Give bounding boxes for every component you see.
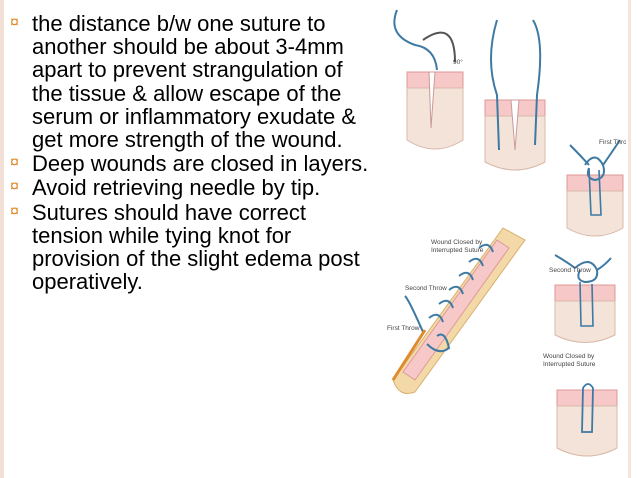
needle-entry-panel: 90°: [393, 9, 464, 150]
wound-closed-label-line2: Interrupted Suture: [543, 361, 596, 368]
wound-closed-cutaway-line1: Wound Closed by: [431, 239, 483, 246]
wound-closed-panel: Wound Closed by Interrupted Suture: [543, 353, 618, 457]
circle-bullet-icon: ¤: [10, 154, 19, 172]
suture-technique-illustration: 90° First Throw Second Throw Wound Close…: [387, 9, 630, 457]
circle-bullet-icon: ¤: [10, 14, 19, 31]
bullet-text: the distance b/w one suture to another s…: [32, 11, 357, 153]
wound-closed-cutaway-line2: Interrupted Suture: [431, 247, 484, 254]
second-throw-panel: Second Throw: [549, 254, 616, 343]
bullet-item: ¤ the distance b/w one suture to another…: [6, 12, 378, 151]
first-throw-label: First Throw: [599, 139, 630, 146]
bullet-item: ¤ Deep wounds are closed in layers.: [6, 152, 378, 175]
circle-bullet-icon: ¤: [10, 178, 19, 196]
circle-bullet-icon: ¤: [10, 202, 19, 220]
interrupted-suture-cutaway: Wound Closed by Interrupted Suture Secon…: [387, 227, 526, 394]
bullet-text: Sutures should have correct tension whil…: [32, 199, 360, 295]
second-throw-label: Second Throw: [549, 267, 591, 274]
bullet-text: Avoid retrieving needle by tip.: [32, 175, 321, 201]
bullet-list: ¤ the distance b/w one suture to another…: [6, 12, 378, 294]
bullet-item: ¤ Avoid retrieving needle by tip.: [6, 176, 378, 199]
second-throw-cutaway-label: Second Throw: [405, 285, 447, 292]
angle-label: 90°: [453, 58, 463, 66]
first-throw-panel: First Throw: [566, 139, 630, 237]
left-border-rule: [0, 0, 4, 478]
bullet-text: Deep wounds are closed in layers.: [32, 151, 369, 177]
right-border-rule: [626, 0, 638, 478]
wound-closed-label-line1: Wound Closed by: [543, 353, 595, 360]
suture-pass-panel: [484, 19, 546, 171]
first-throw-cutaway-label: First Throw: [387, 325, 420, 332]
bullet-item: ¤ Sutures should have correct tension wh…: [6, 201, 378, 294]
